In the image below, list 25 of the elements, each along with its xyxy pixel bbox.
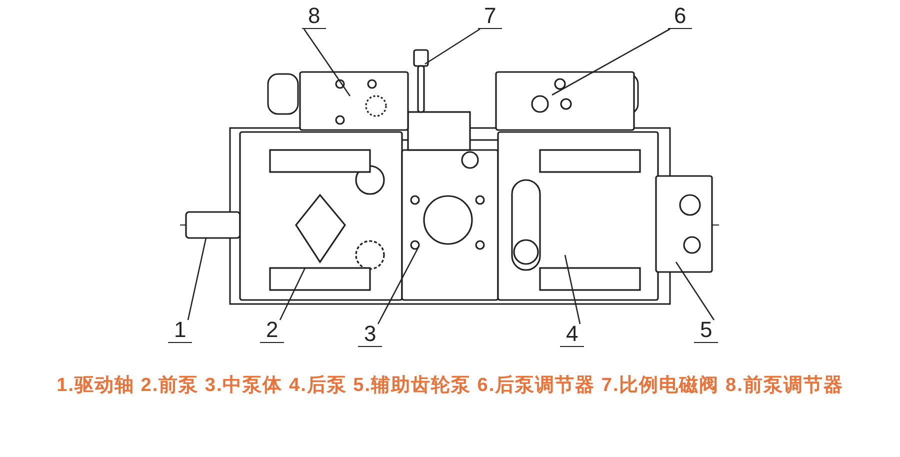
callout-number: 4	[560, 322, 584, 347]
leader-line	[552, 28, 670, 96]
callout-number: 1	[168, 318, 192, 343]
callout-number: 5	[694, 318, 718, 343]
caption: 1.驱动轴 2.前泵 3.中泵体 4.后泵 5.辅助齿轮泵 6.后泵调节器 7.比例电磁阀 8.前泵调节器	[56, 374, 844, 398]
drive-shaft-drawing	[185, 211, 241, 239]
rear-pump-drawing	[497, 131, 659, 301]
solenoid-valve-drawing	[413, 49, 429, 113]
callout-number: 3	[358, 322, 382, 347]
front-regulator-drawing	[299, 71, 409, 131]
leader-line	[424, 28, 480, 65]
leader-line	[564, 254, 581, 324]
leader-line	[377, 248, 419, 324]
leader-line	[675, 262, 715, 320]
callout-number: 7	[478, 4, 502, 29]
leader-line	[279, 268, 306, 320]
callout-number: 2	[260, 318, 284, 343]
front-pump-drawing	[239, 131, 403, 301]
center-body-drawing	[401, 111, 499, 301]
leader-line	[187, 238, 207, 320]
rear-regulator-drawing	[495, 71, 635, 131]
callout-number: 6	[668, 4, 692, 29]
gear-pump-drawing	[655, 175, 713, 273]
leader-line	[303, 28, 351, 96]
callout-number: 8	[302, 4, 326, 29]
